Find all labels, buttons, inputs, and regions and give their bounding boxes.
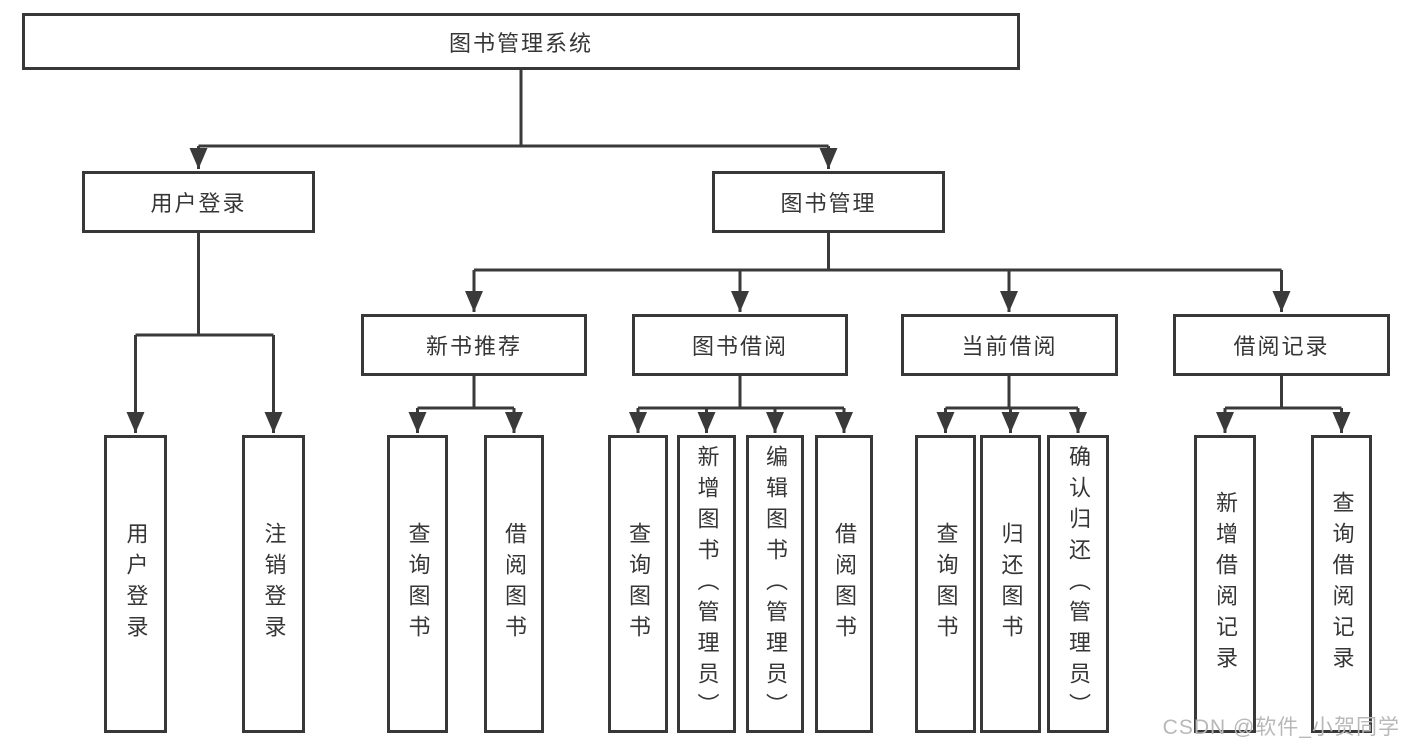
leaf-query-books-recommend: 查询图书 [387, 435, 448, 733]
node-book-management: 图书管理 [712, 171, 945, 233]
node-book-borrow-label: 图书借阅 [691, 334, 788, 359]
leaf-edit-book-admin: 编辑图书（管理员） [746, 435, 804, 733]
leaf-user-login: 用户登录 [104, 435, 167, 733]
leaf-user-login-label: 用户登录 [123, 522, 149, 646]
connector-trunk [135, 233, 274, 337]
connector-current-borrow-children [936, 376, 1087, 433]
connector-borrow-records-children [1216, 376, 1351, 433]
leaf-return-book: 归还图书 [980, 435, 1041, 733]
leaf-query-books-current-label: 查询图书 [933, 522, 959, 646]
leaf-add-borrow-record-label: 新增借阅记录 [1213, 491, 1238, 677]
connector-new-book-children [408, 376, 523, 433]
connector-user-login-children [126, 233, 283, 433]
connector-trunk [945, 376, 1078, 410]
node-root-label: 图书管理系统 [448, 30, 593, 56]
connector-trunk [474, 233, 1282, 272]
connector-root-to-level2 [189, 70, 838, 169]
node-book-borrow: 图书借阅 [632, 314, 848, 376]
node-new-book-recommend-label: 新书推荐 [425, 334, 522, 359]
leaf-query-borrow-record: 查询借阅记录 [1311, 435, 1372, 733]
connector-book-management-children [465, 233, 1291, 312]
connector-trunk [417, 376, 514, 410]
node-user-login-label: 用户登录 [150, 191, 247, 216]
leaf-query-books-borrow-label: 查询图书 [626, 522, 651, 646]
node-new-book-recommend: 新书推荐 [361, 314, 587, 376]
leaf-borrow-books-recommend-label: 借阅图书 [502, 522, 527, 646]
csdn-watermark: CSDN @软件_小贺同学 [1162, 716, 1400, 739]
node-book-management-label: 图书管理 [780, 191, 877, 216]
leaf-query-books-borrow: 查询图书 [608, 435, 668, 733]
leaf-confirm-return-admin: 确认归还（管理员） [1047, 435, 1109, 733]
leaf-return-book-label: 归还图书 [998, 522, 1024, 646]
node-borrow-records: 借阅记录 [1173, 314, 1390, 376]
leaf-confirm-return-admin-label: 确认归还（管理员） [1066, 444, 1091, 724]
leaf-add-book-admin: 新增图书（管理员） [677, 435, 736, 733]
connector-trunk [198, 70, 829, 148]
leaf-query-books-current: 查询图书 [915, 435, 976, 733]
node-root: 图书管理系统 [22, 13, 1020, 70]
connector-trunk [638, 376, 844, 410]
node-current-borrow: 当前借阅 [901, 314, 1118, 376]
leaf-logout-label: 注销登录 [261, 522, 287, 646]
leaf-edit-book-admin-label: 编辑图书（管理员） [763, 444, 788, 724]
leaf-query-books-recommend-label: 查询图书 [405, 522, 431, 646]
connector-trunk [1225, 376, 1342, 410]
node-current-borrow-label: 当前借阅 [961, 334, 1058, 359]
leaf-add-borrow-record: 新增借阅记录 [1194, 435, 1256, 733]
leaf-borrow-books-recommend: 借阅图书 [484, 435, 544, 733]
leaf-add-book-admin-label: 新增图书（管理员） [694, 444, 720, 724]
leaf-borrow-books-borrow: 借阅图书 [815, 435, 873, 733]
leaf-query-borrow-record-label: 查询借阅记录 [1329, 491, 1355, 677]
node-user-login: 用户登录 [82, 171, 315, 233]
connector-book-borrow-children [629, 376, 853, 433]
leaf-logout: 注销登录 [242, 435, 305, 733]
node-borrow-records-label: 借阅记录 [1233, 334, 1330, 359]
leaf-borrow-books-borrow-label: 借阅图书 [832, 522, 857, 646]
